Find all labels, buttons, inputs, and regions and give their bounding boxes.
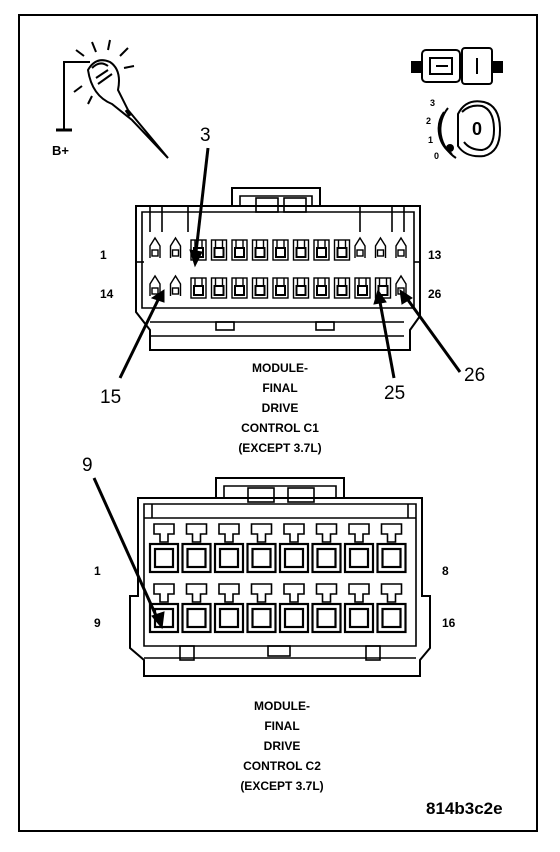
test-light-icon	[56, 39, 169, 159]
ignition-key-glyph: 0	[472, 119, 483, 139]
c2-cavity	[246, 523, 277, 574]
connector-c1-cavities	[149, 236, 407, 299]
c1-callout-15: 15	[100, 387, 122, 408]
c1-cavity	[333, 239, 351, 261]
c2-pin-label-top-left: 1	[94, 564, 101, 578]
c1-cavity	[313, 239, 330, 261]
c1-cavity	[210, 277, 228, 299]
c1-cavity	[395, 236, 407, 258]
c1-cavity	[354, 236, 366, 258]
c2-pin-label-bottom-left: 9	[94, 616, 101, 630]
c1-title-line: FINAL	[262, 381, 298, 395]
connector-plug-icon	[411, 47, 503, 85]
c1-cavity	[251, 277, 269, 299]
c2-cavity	[343, 523, 375, 574]
c1-cavity	[354, 277, 371, 299]
c2-title-line: DRIVE	[263, 739, 301, 753]
c1-callout-26: 26	[464, 365, 486, 386]
c2-title-line: FINAL	[264, 719, 300, 733]
c2-cavity	[376, 523, 407, 574]
connector-c1	[135, 187, 421, 351]
c1-cavity	[313, 277, 330, 299]
c2-cavity	[343, 583, 375, 634]
c1-cavity	[272, 239, 289, 261]
c2-pin-label-bottom-right: 16	[442, 616, 456, 630]
c1-callout-25: 25	[384, 383, 406, 404]
c2-cavity	[148, 523, 180, 574]
c1-pin-label-bottom-left: 14	[100, 287, 114, 301]
c1-cavity	[374, 236, 387, 258]
c1-cavity	[231, 277, 248, 299]
c2-title-line: MODULE-	[254, 699, 310, 713]
c2-cavity	[278, 523, 310, 574]
c1-title: MODULE- FINAL DRIVE CONTROL C1 (EXCEPT 3…	[180, 358, 380, 458]
c1-title-line: MODULE-	[252, 361, 308, 375]
c1-title-line: DRIVE	[261, 401, 299, 415]
c1-cavity	[149, 236, 161, 258]
c2-cavity	[181, 583, 212, 634]
connector-c2	[129, 477, 431, 677]
c1-cavity	[333, 277, 351, 299]
c2-cavity	[213, 523, 245, 574]
c1-cavity	[190, 277, 207, 299]
c2-cavity	[213, 583, 245, 634]
c1-cavity	[210, 239, 228, 261]
c1-cavity	[231, 239, 248, 261]
c1-title-line: CONTROL C1	[241, 421, 319, 435]
c2-cavity	[278, 583, 310, 634]
b-plus-label: B+	[52, 143, 69, 158]
c1-pin-label-bottom-right: 26	[428, 287, 442, 301]
c1-pin-label-top-right: 13	[428, 248, 442, 262]
c1-pin-label-top-left: 1	[100, 248, 107, 262]
c1-cavity	[272, 277, 289, 299]
c1-cavity	[251, 239, 269, 261]
c1-cavity	[292, 239, 310, 261]
c2-callout-9: 9	[82, 455, 93, 476]
c1-cavity	[169, 236, 182, 258]
c2-cavity	[181, 523, 212, 574]
c2-title: MODULE- FINAL DRIVE CONTROL C2 (EXCEPT 3…	[182, 696, 382, 796]
connector-c2-cavities	[148, 523, 407, 634]
c2-cavity	[311, 583, 342, 634]
c2-cavity	[376, 583, 407, 634]
c2-pin-label-top-right: 8	[442, 564, 449, 578]
diagram-frame	[18, 14, 538, 832]
callout-arrows	[92, 147, 462, 630]
c1-cavity	[149, 274, 161, 296]
figure-id: 814b3c2e	[426, 799, 503, 818]
ignition-position-1: 1	[428, 135, 434, 145]
c1-callout-3: 3	[200, 125, 211, 146]
c2-title-line: CONTROL C2	[243, 759, 321, 773]
c1-cavity	[169, 274, 182, 296]
c2-title-line: (EXCEPT 3.7L)	[240, 779, 324, 793]
c2-cavity	[246, 583, 277, 634]
c2-cavity	[311, 523, 342, 574]
ignition-position-2: 2	[426, 116, 432, 126]
c1-cavity	[292, 277, 310, 299]
c1-title-line: (EXCEPT 3.7L)	[238, 441, 322, 455]
ignition-switch-icon	[437, 100, 502, 159]
ignition-position-3: 3	[430, 98, 436, 108]
ignition-position-0: 0	[434, 151, 440, 161]
